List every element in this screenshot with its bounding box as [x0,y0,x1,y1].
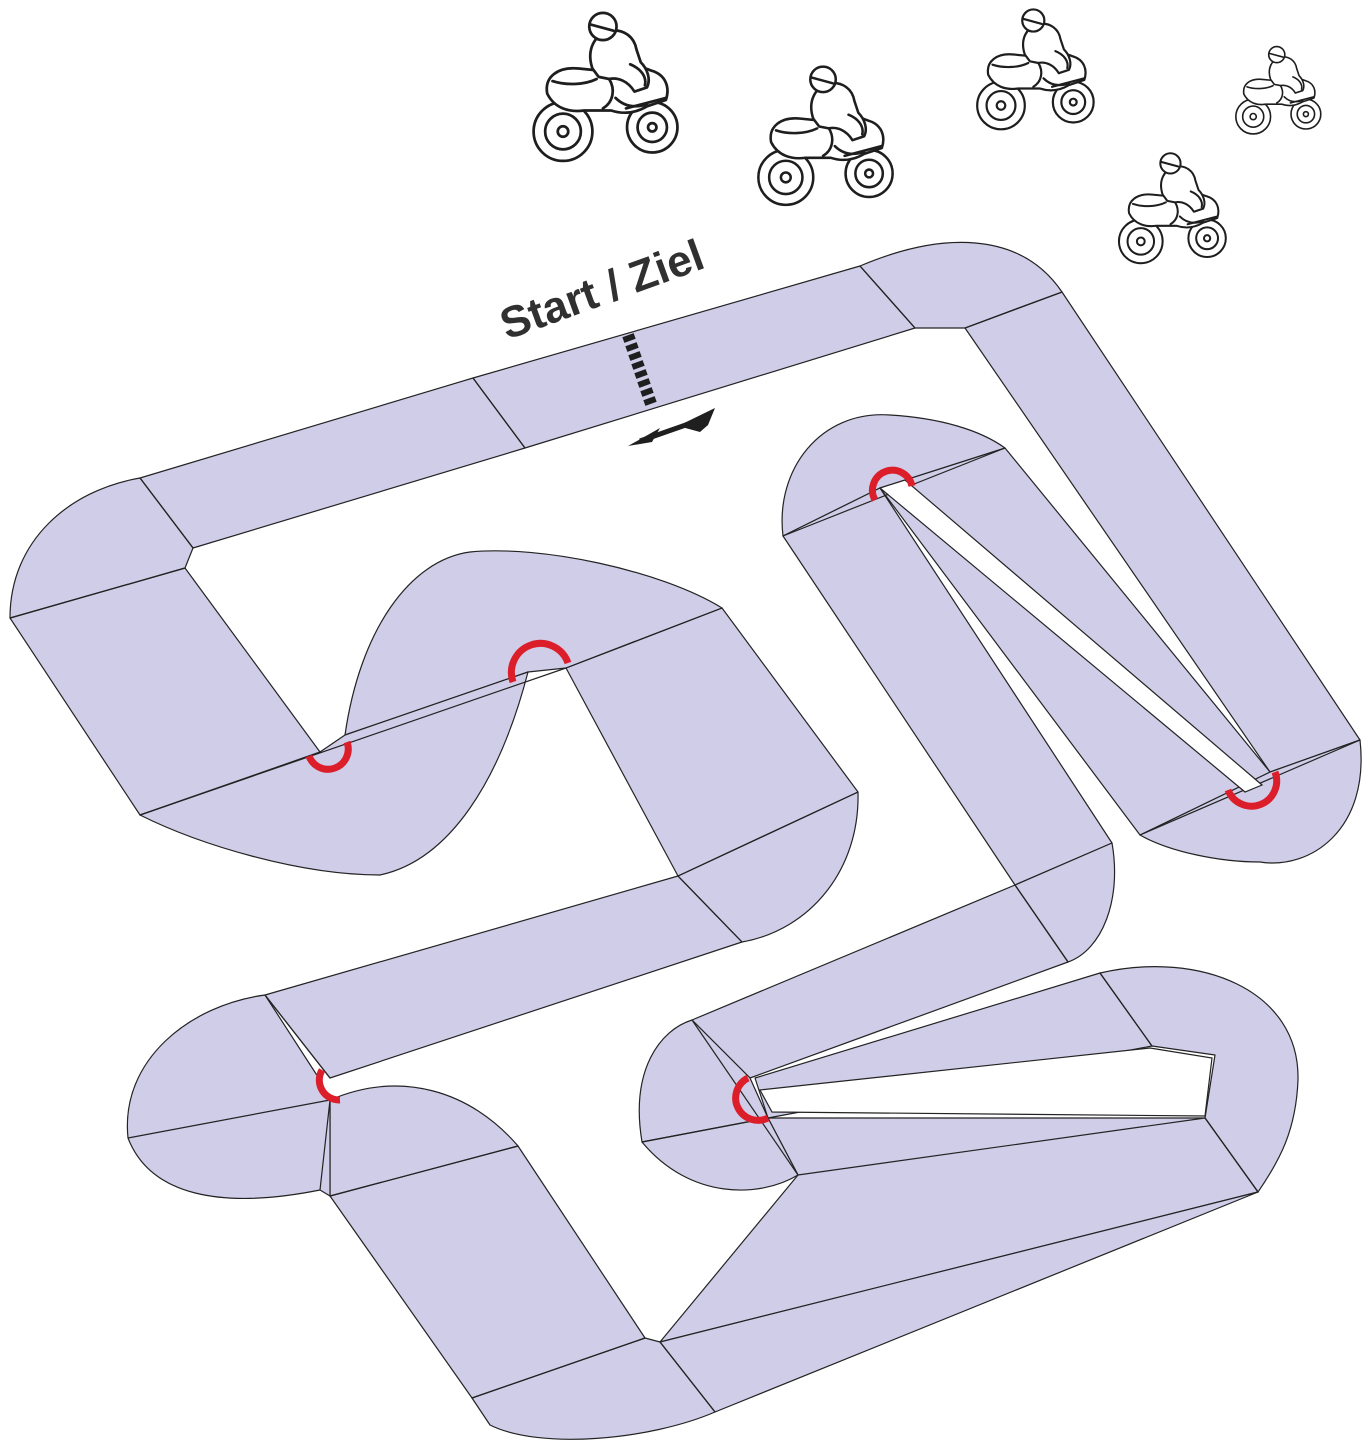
track-gaps [759,479,1264,1117]
track-seams [9,265,1361,1413]
race-track [9,241,1362,1440]
motorcycles [532,8,1322,265]
track-segment [677,791,859,943]
motorcycle-icon [757,65,894,207]
track-segment [139,671,529,876]
motorcycle-icon [1235,45,1322,135]
motorcycle-icon [532,11,679,163]
apex-marker-icon [315,1068,341,1104]
track-segment [1014,842,1116,963]
track-segment [1139,739,1362,864]
start-finish-line-icon [622,333,657,406]
apex-marker-icon [868,466,916,502]
apex-markers [305,466,1281,1124]
track-segment [139,377,526,549]
direction-arrow-icon [628,408,715,446]
track-segment [1099,966,1299,1193]
track-segment [781,414,1006,537]
motorcycle-icon [976,8,1095,131]
track-segment [9,477,194,619]
motorcycle-icon [1117,152,1227,265]
apex-marker-icon [507,639,572,684]
track-segment [329,1085,519,1197]
apex-marker-icon [732,1074,770,1124]
apex-marker-icon [305,740,352,773]
apex-marker-icon [1224,770,1281,810]
